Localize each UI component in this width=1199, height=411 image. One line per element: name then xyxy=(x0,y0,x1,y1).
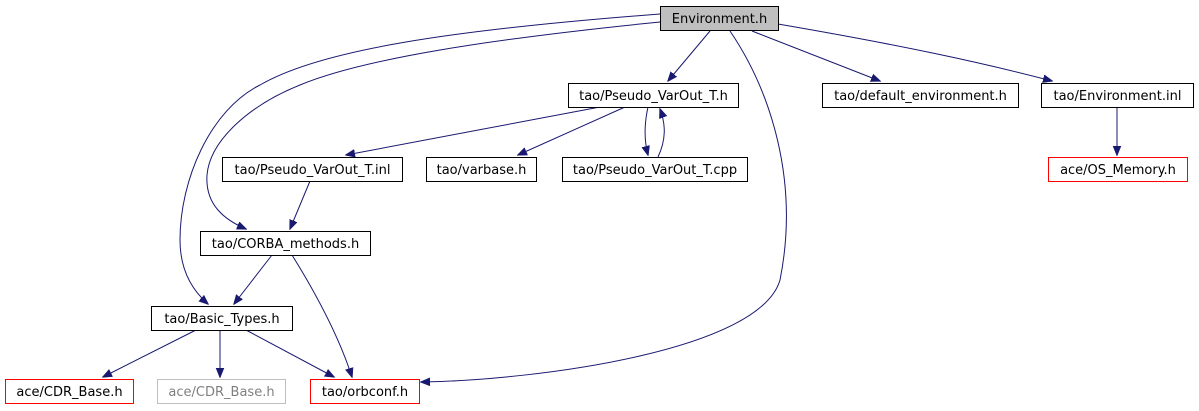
node-label: ace/CDR_Base.h xyxy=(16,385,122,400)
node-box xyxy=(222,157,403,182)
node-box xyxy=(200,231,371,256)
node-pseudo-varout-t-cpp[interactable]: tao/Pseudo_VarOut_T.cpp xyxy=(562,157,748,182)
node-label: Environment.h xyxy=(672,12,767,27)
node-label: ace/CDR_Base.h xyxy=(168,385,274,400)
node-box xyxy=(5,379,134,404)
node-label: tao/CORBA_methods.h xyxy=(212,237,359,252)
edge-corba-methods-h-to-basic-types-h xyxy=(234,254,273,304)
node-cdr-base-h-red[interactable]: ace/CDR_Base.h xyxy=(5,379,134,404)
edge-basic-types-h-to-cdr-base-h-red xyxy=(103,329,197,377)
node-label: tao/varbase.h xyxy=(437,163,527,178)
edge-environment-h-to-corba-methods-h xyxy=(206,21,661,229)
edge-pseudo-varout-t-cpp-to-pseudo-varout-t-h xyxy=(657,109,664,158)
node-default-environment-h[interactable]: tao/default_environment.h xyxy=(822,83,1019,108)
node-cdr-base-h-gray: ace/CDR_Base.h xyxy=(157,379,286,404)
node-box xyxy=(1048,157,1188,182)
node-varbase-h[interactable]: tao/varbase.h xyxy=(426,157,537,182)
node-box xyxy=(426,157,537,182)
edge-environment-h-to-orbconf-h xyxy=(421,30,787,382)
node-pseudo-varout-t-inl[interactable]: tao/Pseudo_VarOut_T.inl xyxy=(222,157,403,182)
edge-basic-types-h-to-orbconf-h xyxy=(245,329,334,377)
edge-environment-h-to-pseudo-varout-t-h xyxy=(668,30,711,81)
edge-environment-h-to-environment-inl xyxy=(777,23,1052,81)
node-box xyxy=(151,306,293,331)
edge-environment-h-to-basic-types-h xyxy=(179,13,661,304)
node-box xyxy=(1041,83,1194,108)
node-box xyxy=(562,157,748,182)
edge-pseudo-varout-t-h-to-pseudo-varout-t-inl xyxy=(346,106,601,155)
edge-pseudo-varout-t-h-to-varbase-h xyxy=(518,106,626,155)
edge-pseudo-varout-t-h-to-pseudo-varout-t-cpp xyxy=(645,106,648,155)
node-box xyxy=(822,83,1019,108)
node-environment-inl[interactable]: tao/Environment.inl xyxy=(1041,83,1194,108)
node-pseudo-varout-t-h[interactable]: tao/Pseudo_VarOut_T.h xyxy=(568,83,739,108)
node-orbconf-h[interactable]: tao/orbconf.h xyxy=(310,379,420,404)
node-box xyxy=(157,379,286,404)
node-box xyxy=(660,6,779,31)
node-label: tao/Environment.inl xyxy=(1053,89,1181,104)
edge-environment-h-to-default-environment-h xyxy=(751,30,880,81)
edges-layer xyxy=(103,13,1117,382)
nodes-layer: Environment.h tao/Pseudo_VarOut_T.h tao/de… xyxy=(5,6,1194,404)
node-label: tao/Pseudo_VarOut_T.inl xyxy=(235,163,391,178)
edge-corba-methods-h-to-orbconf-h xyxy=(291,254,352,377)
node-label: tao/Pseudo_VarOut_T.cpp xyxy=(573,163,737,178)
node-label: tao/orbconf.h xyxy=(322,385,408,400)
node-environment-h[interactable]: Environment.h xyxy=(660,6,779,31)
node-corba-methods-h[interactable]: tao/CORBA_methods.h xyxy=(200,231,371,256)
node-label: ace/OS_Memory.h xyxy=(1060,163,1176,178)
node-label: tao/Pseudo_VarOut_T.h xyxy=(579,89,728,104)
node-os-memory-h[interactable]: ace/OS_Memory.h xyxy=(1048,157,1188,182)
node-basic-types-h[interactable]: tao/Basic_Types.h xyxy=(151,306,293,331)
edge-pseudo-varout-t-inl-to-corba-methods-h xyxy=(290,180,311,229)
node-box xyxy=(310,379,420,404)
node-label: tao/Basic_Types.h xyxy=(164,312,279,327)
node-box xyxy=(568,83,739,108)
node-label: tao/default_environment.h xyxy=(834,89,1007,104)
